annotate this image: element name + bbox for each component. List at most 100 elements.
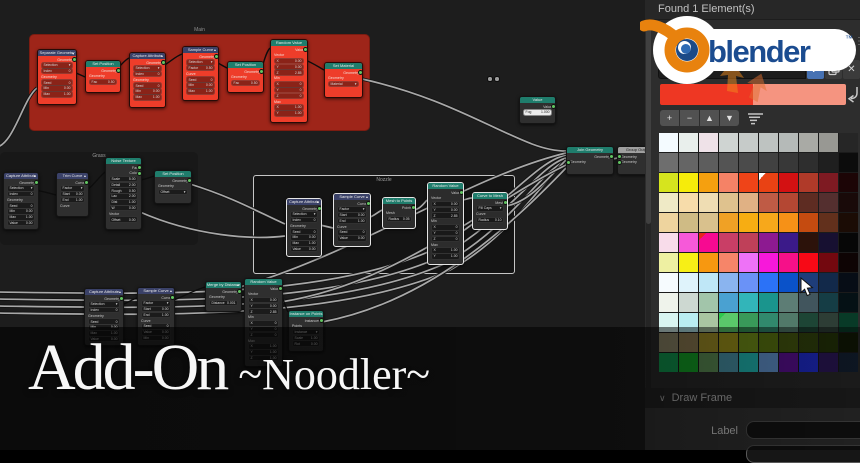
palette-swatch[interactable] bbox=[679, 193, 698, 212]
palette-swatch[interactable] bbox=[839, 273, 858, 292]
node-dropdown[interactable]: Factor▾ bbox=[337, 206, 367, 213]
palette-swatch[interactable] bbox=[779, 253, 798, 272]
node[interactable]: Group OutputGeometryGeometry bbox=[617, 146, 645, 175]
secondary-color-bar[interactable] bbox=[753, 84, 846, 105]
palette-swatch[interactable] bbox=[719, 193, 738, 212]
palette-swatch[interactable] bbox=[759, 313, 778, 332]
node-row[interactable]: Min bbox=[274, 76, 280, 81]
node-dropdown[interactable]: Selection▾ bbox=[290, 211, 318, 218]
palette-swatch[interactable] bbox=[839, 153, 858, 172]
palette-swatch[interactable] bbox=[679, 133, 698, 152]
node-row[interactable]: Curve bbox=[60, 203, 70, 208]
palette-swatch[interactable] bbox=[759, 253, 778, 272]
node-row[interactable]: Geometry bbox=[185, 54, 218, 59]
palette-swatch[interactable] bbox=[839, 133, 858, 152]
palette-swatch[interactable] bbox=[739, 173, 758, 192]
node-header[interactable]: Curve to Mesh bbox=[473, 193, 507, 199]
palette-swatch[interactable] bbox=[719, 253, 738, 272]
node-row[interactable]: Geometry bbox=[133, 77, 149, 82]
draw-frame-section-header[interactable]: ∨Draw Frame bbox=[645, 388, 860, 408]
node-row[interactable]: Geometry bbox=[567, 159, 612, 165]
palette-swatch[interactable] bbox=[839, 173, 858, 192]
panel-menu-icon[interactable]: ⋮ bbox=[854, 36, 860, 47]
node-row[interactable]: Geometry bbox=[132, 60, 165, 65]
palette-swatch[interactable] bbox=[679, 233, 698, 252]
palette-swatch[interactable] bbox=[659, 273, 678, 292]
node-row[interactable]: Geometry bbox=[41, 74, 57, 79]
node-dropdown[interactable]: Selection▾ bbox=[186, 59, 215, 66]
node-row[interactable]: Geometry bbox=[569, 154, 613, 159]
move-up-button[interactable]: ▲ bbox=[700, 110, 719, 126]
palette-swatch[interactable] bbox=[659, 293, 678, 312]
palette-swatch[interactable] bbox=[759, 153, 778, 172]
palette-swatch[interactable] bbox=[679, 333, 698, 352]
reroute-dot[interactable] bbox=[494, 76, 500, 82]
node-row[interactable]: Value bbox=[247, 286, 282, 291]
panel-scrollbar[interactable] bbox=[646, 22, 651, 442]
node-row[interactable]: Material▾ bbox=[327, 80, 361, 88]
node-header[interactable]: Set Position bbox=[228, 62, 263, 68]
palette-swatch[interactable] bbox=[699, 333, 718, 352]
node-header[interactable]: Sample Curve▲ bbox=[334, 194, 370, 200]
palette-swatch[interactable] bbox=[739, 293, 758, 312]
palette-swatch[interactable] bbox=[779, 153, 798, 172]
palette-swatch[interactable] bbox=[799, 333, 818, 352]
palette-swatch[interactable] bbox=[699, 173, 718, 192]
palette-swatch[interactable] bbox=[719, 313, 738, 332]
palette-swatch[interactable] bbox=[699, 133, 718, 152]
palette-swatch[interactable] bbox=[659, 253, 678, 272]
palette-swatch[interactable] bbox=[779, 233, 798, 252]
node-header[interactable]: Capture Attribute▲ bbox=[287, 199, 321, 205]
